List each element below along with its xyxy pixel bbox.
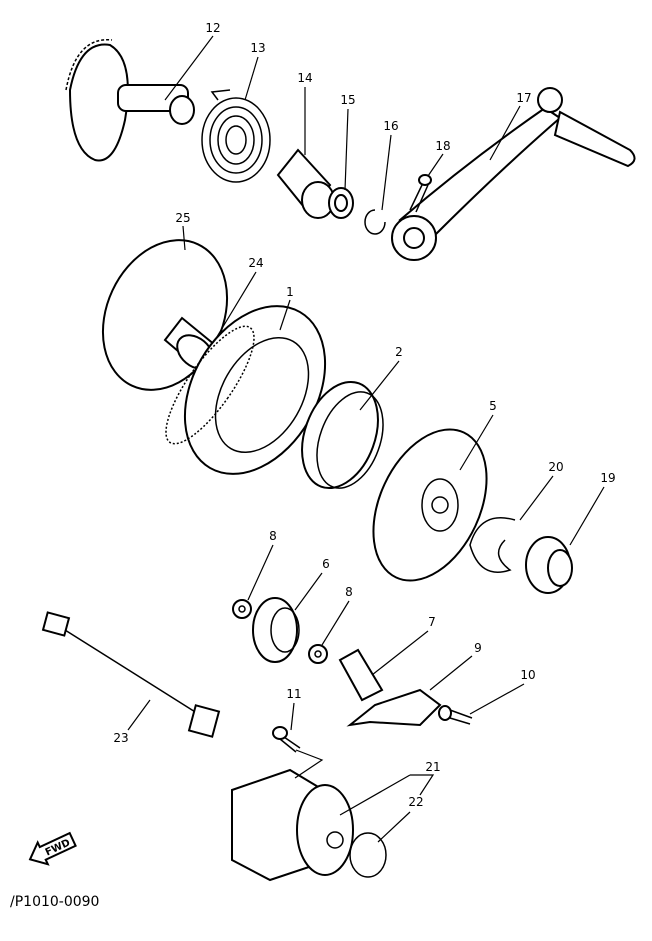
label-5: 5 bbox=[489, 399, 497, 413]
label-19: 19 bbox=[600, 471, 615, 485]
part-11-screw bbox=[272, 726, 301, 753]
part-14-collar bbox=[276, 148, 335, 219]
part-23-cable bbox=[41, 611, 221, 738]
part-2-one-way-clutch bbox=[301, 380, 384, 490]
part-1-starter-wheel bbox=[165, 305, 327, 475]
label-1: 1 bbox=[286, 285, 294, 299]
part-8-washer bbox=[308, 644, 328, 664]
label-24: 24 bbox=[248, 256, 263, 270]
forward-arrow-icon: FWD bbox=[28, 831, 77, 866]
part-8-washer bbox=[232, 599, 252, 619]
label-17: 17 bbox=[516, 91, 531, 105]
part-15-washer bbox=[328, 187, 354, 219]
label-15: 15 bbox=[340, 93, 355, 107]
label-16: 16 bbox=[383, 119, 398, 133]
label-10: 10 bbox=[520, 668, 535, 682]
part-20-spring bbox=[469, 517, 516, 573]
label-20: 20 bbox=[548, 460, 563, 474]
part-18-bolt bbox=[409, 174, 432, 213]
part-9-plate bbox=[346, 688, 442, 727]
part-17-kick-crank bbox=[391, 87, 636, 261]
part-22-o-ring bbox=[349, 832, 387, 878]
part-5-clutch-housing bbox=[372, 428, 488, 582]
label-12: 12 bbox=[205, 21, 220, 35]
label-23: 23 bbox=[113, 731, 128, 745]
part-16-circlip bbox=[364, 209, 386, 235]
part-6-idle-gear bbox=[252, 597, 300, 663]
part-19-gear bbox=[525, 536, 573, 594]
part-10-screw bbox=[438, 705, 473, 725]
label-14: 14 bbox=[297, 71, 312, 85]
label-7: 7 bbox=[428, 615, 436, 629]
label-8: 8 bbox=[345, 585, 353, 599]
label-18: 18 bbox=[435, 139, 450, 153]
drawing-code: /P1010-0090 bbox=[10, 894, 99, 910]
label-9: 9 bbox=[474, 641, 482, 655]
label-25: 25 bbox=[175, 211, 190, 225]
leader-lines bbox=[127, 35, 605, 843]
label-6: 6 bbox=[322, 557, 330, 571]
part-12-kick-shaft bbox=[65, 39, 195, 162]
part-number-labels: 12 13 14 15 16 17 18 25 24 1 2 5 20 19 8… bbox=[113, 21, 615, 809]
label-8: 8 bbox=[269, 529, 277, 543]
part-21-starter-motor bbox=[231, 768, 354, 882]
part-7-shaft bbox=[338, 648, 384, 702]
label-11: 11 bbox=[286, 687, 301, 701]
label-2: 2 bbox=[395, 345, 403, 359]
label-21: 21 bbox=[425, 760, 440, 774]
part-13-spring bbox=[201, 89, 271, 183]
label-13: 13 bbox=[250, 41, 265, 55]
label-22: 22 bbox=[408, 795, 423, 809]
